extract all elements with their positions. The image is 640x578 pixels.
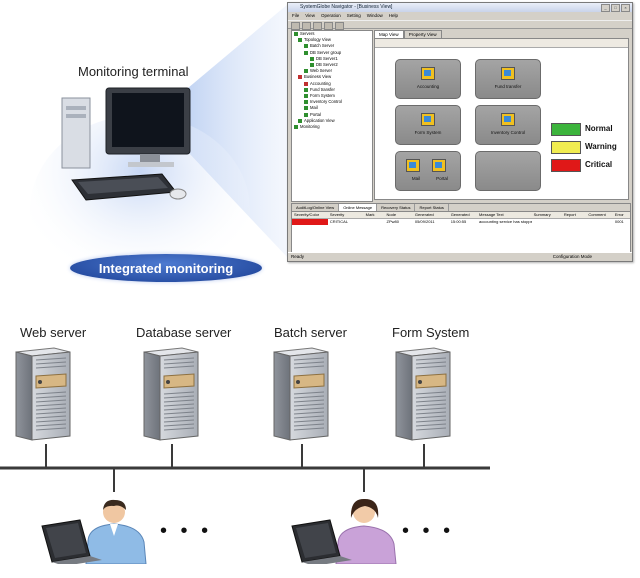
server-tower-icon [142, 346, 200, 442]
window-title: SystemGlobe Navigator - [Business View] [300, 4, 393, 10]
window-statusbar: Ready Configuration Mode [288, 252, 632, 261]
tree-item[interactable]: DB Server group [292, 50, 372, 56]
business-node-icon [406, 159, 420, 172]
maximize-icon[interactable]: □ [611, 4, 620, 12]
tab-property-view[interactable]: Property View [403, 30, 442, 38]
status-pane: AuditLog/Online View Online Message Reco… [291, 203, 631, 253]
business-node-icon [421, 113, 435, 126]
toolbar-button[interactable] [324, 22, 333, 30]
tree-item[interactable]: Inventory Control [292, 99, 372, 105]
menu-file[interactable]: File [292, 13, 300, 18]
laptop-user-icon [291, 498, 397, 564]
tree-item[interactable]: Batch Server [292, 43, 372, 49]
business-node-icon [501, 113, 515, 126]
server-label-form: Form System [392, 325, 470, 340]
menu-window[interactable]: Window [366, 13, 383, 18]
tree-item[interactable]: Application View [292, 118, 372, 124]
legend-normal-label: Normal [585, 124, 613, 133]
toolbar-button[interactable] [313, 22, 322, 30]
tree-item[interactable]: Mail [292, 105, 372, 111]
tree-item[interactable]: Portal [292, 112, 372, 118]
monitoring-window: SystemGlobe Navigator - [Business View] … [287, 2, 633, 262]
business-node-icon [501, 67, 515, 80]
tree-item[interactable]: Fund transfer [292, 87, 372, 93]
menu-help[interactable]: Help [388, 13, 399, 18]
close-icon[interactable]: × [621, 4, 630, 12]
tree-item[interactable]: Servers [292, 31, 372, 37]
tree-item[interactable]: Form System [292, 93, 372, 99]
tree-item[interactable]: Business View [292, 74, 372, 80]
ellipsis-more-users: • • • [160, 520, 213, 542]
monitoring-terminal-label: Monitoring terminal [78, 64, 189, 79]
legend-warning-swatch [551, 141, 581, 154]
business-node-icon [432, 159, 446, 172]
menu-setting[interactable]: Setting [346, 13, 361, 18]
tree-item[interactable]: Monitoring [292, 124, 372, 130]
server-tower-icon [272, 346, 330, 442]
network-line [0, 444, 490, 492]
status-tab[interactable]: Online Message [339, 204, 378, 211]
laptop-user-icon [41, 499, 147, 564]
map-node[interactable]: Inventory Control [475, 105, 541, 145]
server-tower-icon [14, 346, 72, 442]
business-node-icon [421, 67, 435, 80]
status-tab[interactable]: Recovery Status [377, 204, 416, 211]
tree-item[interactable]: DB Server2 [292, 62, 372, 68]
status-tab[interactable]: AuditLog/Online View [292, 204, 340, 211]
map-node[interactable]: Accounting [395, 59, 461, 99]
desktop-computer-icon [61, 87, 191, 201]
tree-item[interactable]: Accounting [292, 81, 372, 87]
toolbar-button[interactable] [302, 22, 311, 30]
toolbar-button[interactable] [335, 22, 344, 30]
server-label-database: Database server [136, 325, 232, 340]
server-tower-icon [394, 346, 452, 442]
toolbar [288, 20, 632, 30]
tree-view: Servers Topology View Batch Server DB Se… [291, 30, 373, 202]
server-label-batch: Batch server [274, 325, 347, 340]
minimize-icon[interactable]: _ [601, 4, 610, 12]
map-node[interactable]: Mail Portal [395, 151, 461, 191]
map-pane: Map View Property View Accounting Fund t… [374, 30, 629, 200]
map-node[interactable]: Form System [395, 105, 461, 145]
map-node[interactable]: Fund transfer [475, 59, 541, 99]
legend-critical-swatch [551, 159, 581, 172]
tab-map-view[interactable]: Map View [374, 30, 404, 38]
severity-color-cell [292, 219, 328, 225]
server-label-web: Web server [20, 325, 87, 340]
tree-item[interactable]: DB Server1 [292, 56, 372, 62]
tree-item[interactable]: Topology View [292, 37, 372, 43]
legend-warning-label: Warning [585, 142, 617, 151]
legend-critical-label: Critical [585, 160, 613, 169]
tree-item[interactable]: Web Server [292, 68, 372, 74]
map-node[interactable] [475, 151, 541, 191]
status-tab[interactable]: Report Status [415, 204, 449, 211]
toolbar-button[interactable] [291, 22, 300, 30]
integrated-monitoring-badge: Integrated monitoring [70, 254, 262, 282]
ellipsis-more-users: • • • [402, 520, 455, 542]
map-toolbar [375, 39, 628, 48]
legend-normal-swatch [551, 123, 581, 136]
menu-view[interactable]: View [305, 13, 315, 18]
menu-operation[interactable]: Operation [320, 13, 341, 18]
menu-bar: File View Operation Setting Window Help [288, 12, 632, 20]
window-titlebar: SystemGlobe Navigator - [Business View] … [288, 3, 632, 12]
